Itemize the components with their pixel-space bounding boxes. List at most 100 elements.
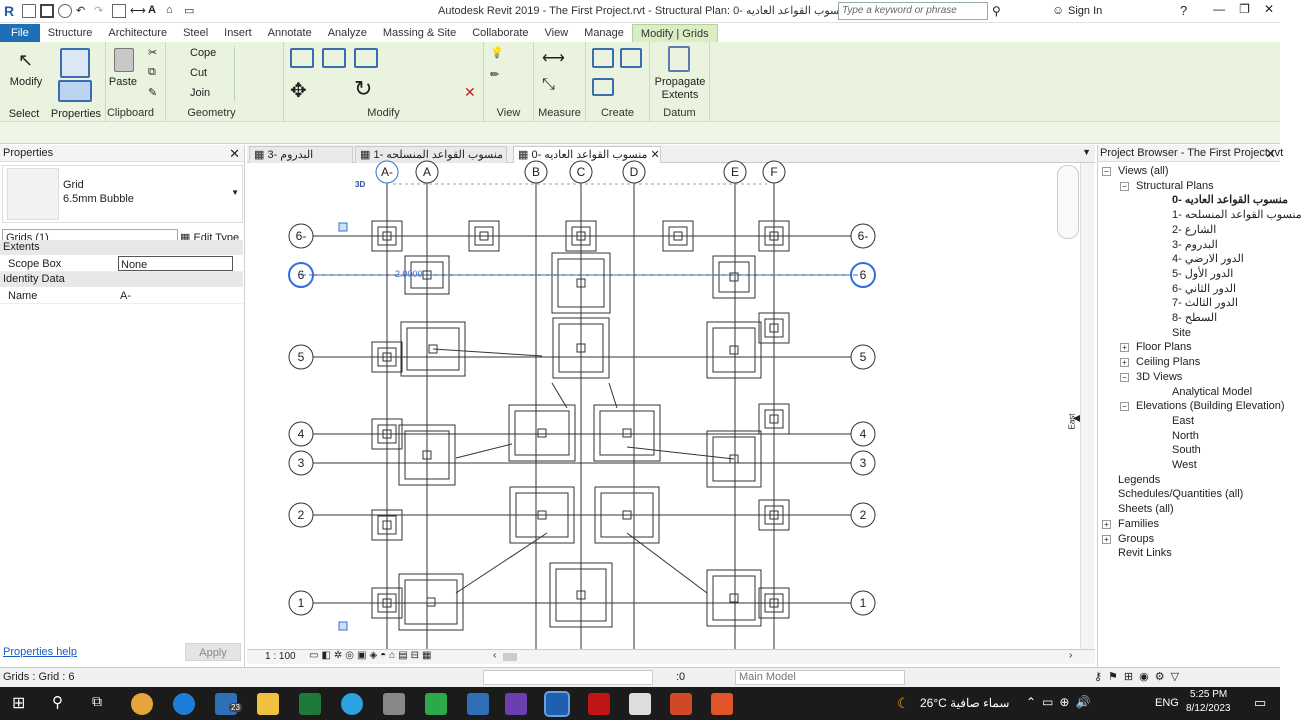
measure-icon[interactable]: ⟷	[130, 5, 146, 17]
browser-item[interactable]: Ceiling Plans	[1136, 356, 1201, 369]
create-group-icon[interactable]	[592, 78, 614, 96]
browser-item[interactable]: West	[1172, 459, 1197, 471]
expand-toggle-icon[interactable]: −	[1120, 181, 1129, 191]
create-assembly-icon[interactable]	[592, 48, 614, 68]
copy-icon[interactable]: ⧉	[148, 66, 156, 78]
view-tab-reinforced[interactable]: ▦ منسوب القواعد المنسلحه -1	[355, 146, 507, 163]
name-field[interactable]: A-	[120, 290, 131, 302]
tab-insert[interactable]: Insert	[224, 27, 252, 39]
excel-icon[interactable]	[299, 693, 321, 715]
tab-view[interactable]: View	[544, 27, 569, 39]
revit-logo-icon[interactable]: R	[4, 3, 15, 19]
clock-date[interactable]: 8/12/2023	[1186, 703, 1231, 714]
tab-structure[interactable]: Structure	[47, 27, 93, 39]
tab-manage[interactable]: Manage	[584, 27, 624, 39]
expand-toggle-icon[interactable]: +	[1120, 343, 1129, 353]
browser-item[interactable]: منسوب القواعد العاديه -0	[1172, 194, 1288, 207]
tab-architecture[interactable]: Architecture	[108, 27, 168, 39]
type-selector[interactable]: Grid 6.5mm Bubble ▼	[2, 165, 243, 223]
close-hidden-icon[interactable]: ▭	[184, 5, 195, 17]
browser-item[interactable]: Structural Plans	[1136, 179, 1214, 192]
horizontal-scroll-thumb[interactable]	[503, 653, 517, 661]
view-tab-normal[interactable]: ▦ منسوب القواعد العاديه -0 ✕	[513, 146, 661, 163]
browser-item[interactable]: Revit Links	[1118, 547, 1172, 560]
notifications-icon[interactable]: ▭	[1254, 695, 1267, 710]
design-option-select[interactable]: Main Model	[735, 670, 905, 685]
browser-item[interactable]: الدور الثاني -6	[1172, 282, 1237, 295]
visual-studio-icon[interactable]	[505, 693, 527, 715]
minimize-icon[interactable]: —	[1213, 2, 1226, 16]
windows-start-icon[interactable]: ⊞	[12, 695, 26, 712]
undo-icon[interactable]: ↶	[76, 5, 86, 17]
weather-text[interactable]: 26°C سماء صافية	[920, 696, 1010, 710]
rotate-icon[interactable]: ↻	[354, 76, 373, 101]
sign-in-link[interactable]: Sign In	[1068, 5, 1103, 17]
elevation-marker-icon[interactable]: ◀	[1073, 413, 1081, 424]
app-icon[interactable]	[383, 693, 405, 715]
paste-icon[interactable]	[114, 48, 134, 72]
search-input[interactable]: Type a keyword or phrase	[838, 2, 988, 20]
close-icon[interactable]: ✕	[229, 146, 240, 161]
lock-icon[interactable]	[338, 621, 348, 631]
lock-icon[interactable]	[338, 222, 348, 232]
edge-icon[interactable]	[173, 693, 195, 715]
measure-distance-icon[interactable]: ⟷	[542, 50, 565, 67]
scope-box-field[interactable]: None	[118, 256, 233, 271]
browser-item[interactable]: Schedules/Quantities (all)	[1118, 488, 1244, 501]
expand-toggle-icon[interactable]: +	[1102, 519, 1111, 529]
language-indicator[interactable]: ENG	[1155, 697, 1179, 709]
scissors-icon[interactable]: ✂	[148, 47, 158, 59]
word-icon[interactable]	[467, 693, 489, 715]
mail-icon[interactable]: 23	[215, 693, 242, 715]
browser-item[interactable]: South	[1172, 444, 1201, 457]
print-icon[interactable]	[112, 4, 126, 18]
workset-select[interactable]	[483, 670, 653, 685]
browser-item[interactable]: East	[1172, 414, 1195, 427]
browser-item[interactable]: Views (all)	[1118, 165, 1169, 177]
clock-time[interactable]: 5:25 PM	[1190, 689, 1228, 700]
browser-item[interactable]: Sheets (all)	[1118, 503, 1174, 516]
text-icon[interactable]: A	[148, 4, 156, 16]
category-extents[interactable]: Extents	[0, 240, 243, 255]
search-icon[interactable]: ⚲	[52, 694, 63, 711]
user-icon[interactable]: ☺	[1052, 3, 1065, 17]
browser-item[interactable]: الدور الارضي -4	[1172, 253, 1244, 266]
save-icon[interactable]	[40, 4, 54, 18]
tab-collaborate[interactable]: Collaborate	[472, 27, 529, 39]
recorder-icon[interactable]	[711, 693, 733, 715]
view-control-icons[interactable]: ▭◧✲◎▣◈◓⌂▤⊟▦	[309, 650, 435, 661]
weather-icon[interactable]: ☾	[897, 695, 910, 711]
category-identity[interactable]: Identity Data	[0, 272, 243, 287]
3d-tag[interactable]: 3D	[355, 180, 365, 189]
telegram-icon[interactable]	[341, 693, 363, 715]
browser-item[interactable]: North	[1172, 429, 1199, 442]
propagate-extents-button[interactable]: Propagate Extents	[654, 76, 706, 101]
browser-item[interactable]: الدور الأول -5	[1172, 267, 1234, 280]
expand-toggle-icon[interactable]: +	[1102, 534, 1111, 544]
3d-view-icon[interactable]: ⌂	[166, 4, 173, 16]
close-tab-icon[interactable]: ✕	[650, 149, 660, 161]
browser-item[interactable]: Analytical Model	[1172, 385, 1253, 398]
tab-massing-site[interactable]: Massing & Site	[382, 27, 457, 39]
browser-item[interactable]: Legends	[1118, 473, 1161, 486]
restore-icon[interactable]: ❐	[1239, 2, 1250, 16]
close-icon[interactable]: ✕	[1263, 2, 1274, 16]
browser-item[interactable]: الدور الثالث -7	[1172, 297, 1238, 310]
paste-button[interactable]: Paste	[108, 76, 138, 88]
delete-icon[interactable]: ✕	[464, 84, 476, 100]
tab-list-icon[interactable]: ▼	[1082, 147, 1091, 157]
browser-item[interactable]: Families	[1118, 517, 1159, 530]
expand-toggle-icon[interactable]: −	[1102, 167, 1111, 176]
browser-item[interactable]: الشارع -2	[1172, 223, 1217, 236]
browser-item[interactable]: السطح -8	[1172, 312, 1218, 324]
match-icon[interactable]: ✎	[148, 87, 158, 99]
browser-item[interactable]: Groups	[1118, 532, 1155, 545]
civil-icon[interactable]	[629, 693, 651, 715]
expand-toggle-icon[interactable]: −	[1120, 402, 1129, 412]
browser-item[interactable]: 3D Views	[1136, 370, 1183, 383]
browser-item[interactable]: منسوب القواعد المنسلحه -1	[1172, 209, 1302, 222]
tray-icons[interactable]: ⌃▭⊕🔊	[1026, 695, 1097, 709]
open-icon[interactable]	[22, 4, 36, 18]
dimension-text[interactable]: 2.0000	[395, 269, 423, 279]
